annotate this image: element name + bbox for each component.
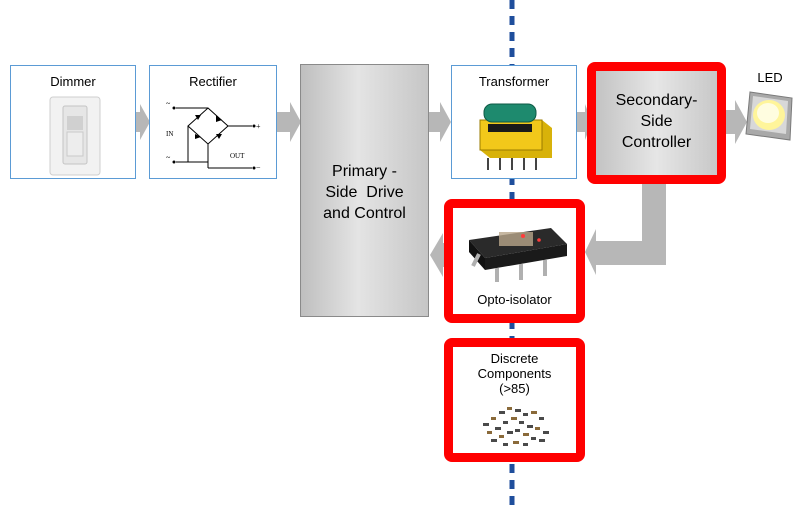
secondary-line-3: Controller xyxy=(621,134,692,151)
discrete-line-3: (>85) xyxy=(499,381,530,396)
secondary-side-inner xyxy=(596,71,717,175)
arrow-secondary-led xyxy=(726,100,747,144)
primary-side-label: Primary - Side Drive and Control xyxy=(301,161,428,224)
led-label: LED xyxy=(757,70,783,85)
rectifier-block: Rectifier ~ ~ + − IN OUT xyxy=(149,65,277,179)
transformer-block: Transformer xyxy=(451,65,577,179)
discrete-line-2: Components xyxy=(477,366,552,381)
transformer-icon xyxy=(479,103,552,170)
secondary-side-label: Secondary- Side Controller xyxy=(596,90,717,153)
rectifier-out-label: OUT xyxy=(230,152,245,160)
arrow-dimmer-rectifier xyxy=(136,104,150,140)
opto-isolator-chip-icon xyxy=(469,228,567,282)
dimmer-block: Dimmer xyxy=(10,65,136,179)
arrow-primary-transformer xyxy=(429,102,451,142)
transformer-label: Transformer xyxy=(478,74,550,89)
primary-side-block: Primary - Side Drive and Control xyxy=(300,64,429,317)
discrete-line-1: Discrete xyxy=(490,351,539,366)
rectifier-label: Rectifier xyxy=(189,74,237,89)
opto-isolator-block: Opto-isolator xyxy=(444,199,585,323)
discrete-label: Discrete Components (>85) xyxy=(453,351,576,396)
led-block: LED xyxy=(742,70,798,150)
opto-isolator-label: Opto-isolator xyxy=(477,292,552,307)
arrow-secondary-feedback xyxy=(585,178,666,275)
svg-text:~: ~ xyxy=(166,153,171,162)
led-chip-icon xyxy=(745,91,793,141)
dimmer-label: Dimmer xyxy=(50,74,96,89)
svg-text:−: − xyxy=(256,163,261,172)
secondary-line-1: Secondary- xyxy=(615,92,698,109)
arrow-rectifier-primary xyxy=(277,102,301,142)
svg-text:+: + xyxy=(256,122,261,131)
primary-line-3: and Control xyxy=(323,205,406,222)
secondary-line-2: Side xyxy=(640,113,673,130)
dimmer-switch-icon xyxy=(49,96,101,176)
secondary-side-block: Secondary- Side Controller xyxy=(587,62,726,184)
bridge-rectifier-icon: ~ ~ + − xyxy=(166,99,261,172)
rectifier-in-label: IN xyxy=(166,130,174,138)
discrete-components-block: Discrete Components (>85) xyxy=(444,338,585,462)
primary-line-2: Side Drive xyxy=(325,184,404,201)
primary-line-1: Primary - xyxy=(332,163,397,180)
svg-text:~: ~ xyxy=(166,99,171,108)
discrete-components-icon xyxy=(483,407,549,446)
